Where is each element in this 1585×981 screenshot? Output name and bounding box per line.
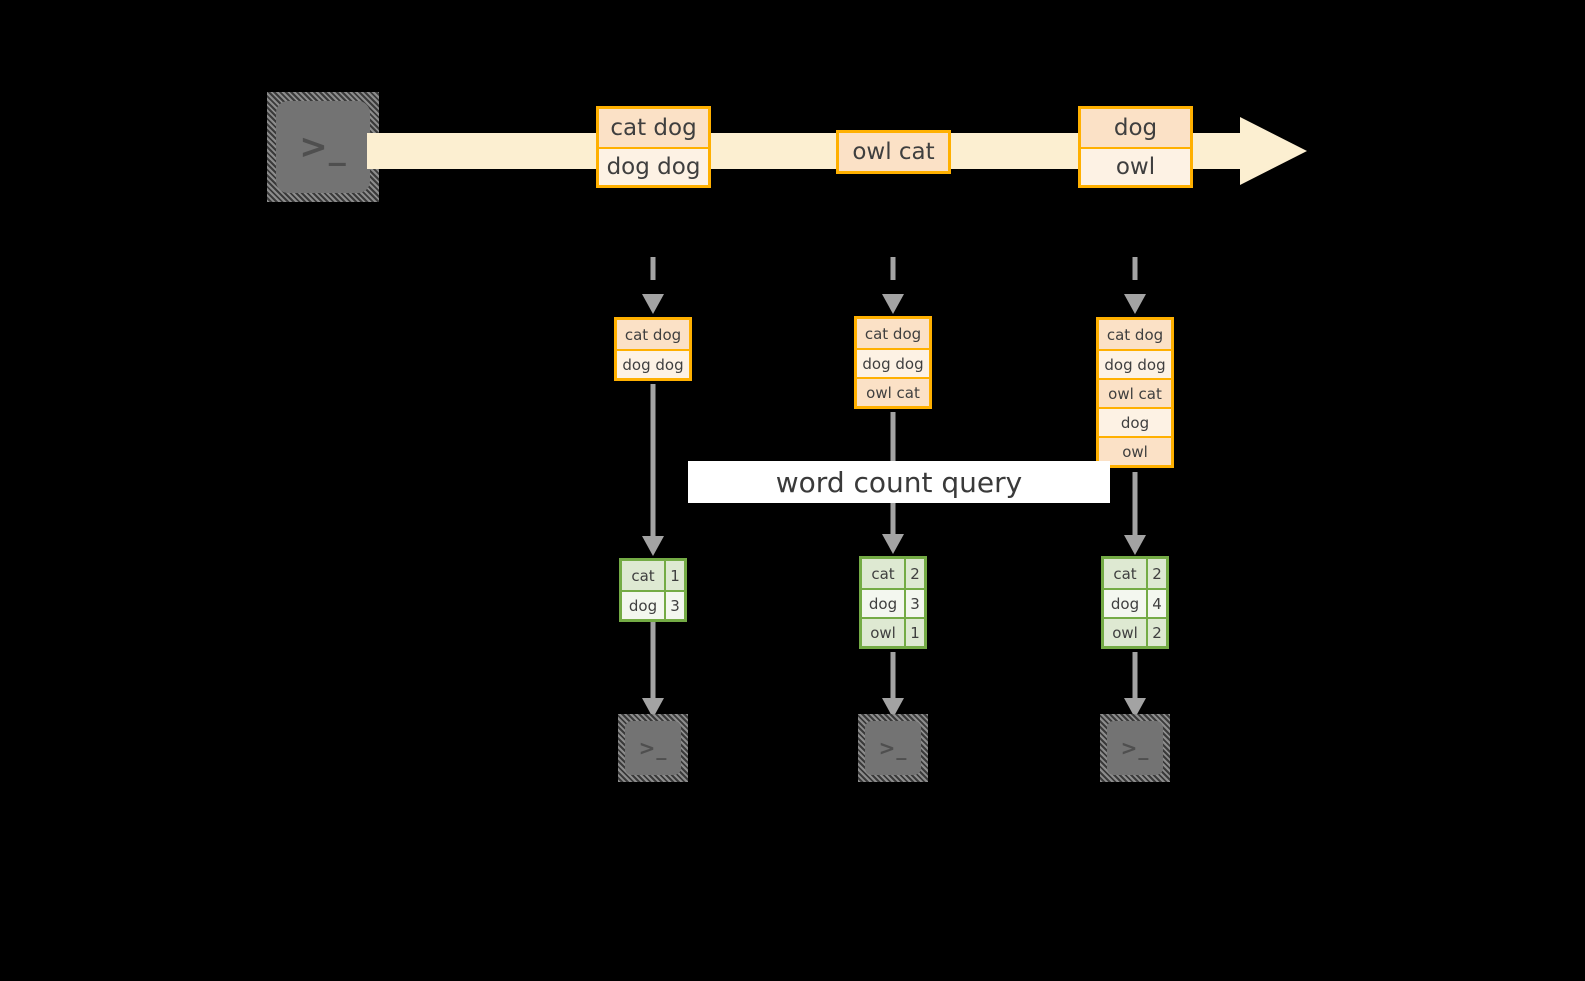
table-row: cat 2: [862, 559, 924, 588]
table-row: dog dog: [617, 349, 689, 378]
connector-line: [1132, 472, 1138, 538]
stream-batch-2[interactable]: owl cat: [836, 130, 951, 174]
terminal-prompt-icon: >_: [299, 127, 347, 167]
unbounded-table-1[interactable]: cat dog dog dog: [614, 317, 692, 381]
connector-arrowhead: [642, 698, 664, 718]
result-word: cat: [631, 566, 655, 585]
query-connector-1: [639, 384, 667, 556]
stream-record: owl: [1081, 147, 1190, 185]
result-word: dog: [628, 596, 658, 615]
trigger-connector-1: [639, 257, 667, 314]
stream-batch-3[interactable]: dog owl: [1078, 106, 1193, 188]
connector-arrowhead: [642, 536, 664, 556]
sink-terminal-2[interactable]: >_: [858, 714, 928, 782]
result-word: dog: [868, 594, 898, 613]
result-word: owl: [870, 623, 896, 642]
connector-line: [890, 257, 896, 297]
table-row: dog 3: [862, 588, 924, 617]
result-word: owl: [1112, 623, 1138, 642]
query-connector-3: [1121, 472, 1149, 555]
terminal-prompt-icon: >_: [1120, 736, 1150, 760]
result-count: 1: [664, 561, 684, 590]
result-table-1[interactable]: cat 1 dog 3: [619, 558, 687, 622]
connector-arrowhead: [882, 534, 904, 554]
connector-arrowhead: [1124, 698, 1146, 718]
stream-arrow-head: [1240, 117, 1307, 185]
sink-terminal-3[interactable]: >_: [1100, 714, 1170, 782]
result-table-2[interactable]: cat 2 dog 3 owl 1: [859, 556, 927, 649]
sink-connector-2: [879, 652, 907, 718]
table-row: cat dog: [857, 319, 929, 348]
terminal-body: [865, 721, 921, 775]
terminal-prompt-icon: >_: [878, 736, 908, 760]
table-row: dog dog: [857, 348, 929, 377]
table-row: owl: [1099, 436, 1171, 465]
sink-connector-3: [1121, 652, 1149, 718]
connector-arrowhead: [1124, 294, 1146, 314]
terminal-prompt-icon: >_: [638, 736, 668, 760]
query-label: word count query: [688, 461, 1110, 503]
table-row: cat dog: [617, 320, 689, 349]
table-row: owl cat: [1099, 378, 1171, 407]
sink-terminal-1[interactable]: >_: [618, 714, 688, 782]
stream-batch-1[interactable]: cat dog dog dog: [596, 106, 711, 188]
connector-arrowhead: [1124, 535, 1146, 555]
result-word: dog: [1110, 594, 1140, 613]
table-row: dog 4: [1104, 588, 1166, 617]
connector-line: [1132, 652, 1138, 701]
source-terminal[interactable]: >_: [267, 92, 379, 202]
result-count: 2: [1146, 619, 1166, 646]
connector-line: [650, 257, 656, 297]
terminal-body: [276, 101, 370, 193]
result-count: 3: [664, 592, 684, 619]
terminal-body: [625, 721, 681, 775]
table-row: dog 3: [622, 590, 684, 619]
result-table-3[interactable]: cat 2 dog 4 owl 2: [1101, 556, 1169, 649]
table-row: cat 2: [1104, 559, 1166, 588]
table-row: dog: [1099, 407, 1171, 436]
table-row: owl cat: [857, 377, 929, 406]
unbounded-table-3[interactable]: cat dog dog dog owl cat dog owl: [1096, 317, 1174, 468]
connector-line: [890, 652, 896, 701]
stream-record: owl cat: [839, 133, 948, 171]
trigger-connector-3: [1121, 257, 1149, 314]
table-row: dog dog: [1099, 349, 1171, 378]
stream-record: dog dog: [599, 147, 708, 185]
result-count: 4: [1146, 590, 1166, 617]
result-count: 3: [904, 590, 924, 617]
terminal-body: [1107, 721, 1163, 775]
result-word: cat: [871, 564, 895, 583]
result-count: 1: [904, 619, 924, 646]
sink-connector-1: [639, 622, 667, 718]
connector-arrowhead: [882, 698, 904, 718]
result-word: cat: [1113, 564, 1137, 583]
connector-line: [1132, 257, 1138, 297]
result-count: 2: [1146, 559, 1166, 588]
unbounded-table-2[interactable]: cat dog dog dog owl cat: [854, 316, 932, 409]
table-row: cat 1: [622, 561, 684, 590]
trigger-connector-2: [879, 257, 907, 314]
table-row: cat dog: [1099, 320, 1171, 349]
table-row: owl 2: [1104, 617, 1166, 646]
table-row: owl 1: [862, 617, 924, 646]
result-count: 2: [904, 559, 924, 588]
stream-record: dog: [1081, 109, 1190, 147]
connector-line: [650, 622, 656, 701]
connector-line: [650, 384, 656, 539]
connector-arrowhead: [882, 294, 904, 314]
stream-record: cat dog: [599, 109, 708, 147]
connector-arrowhead: [642, 294, 664, 314]
